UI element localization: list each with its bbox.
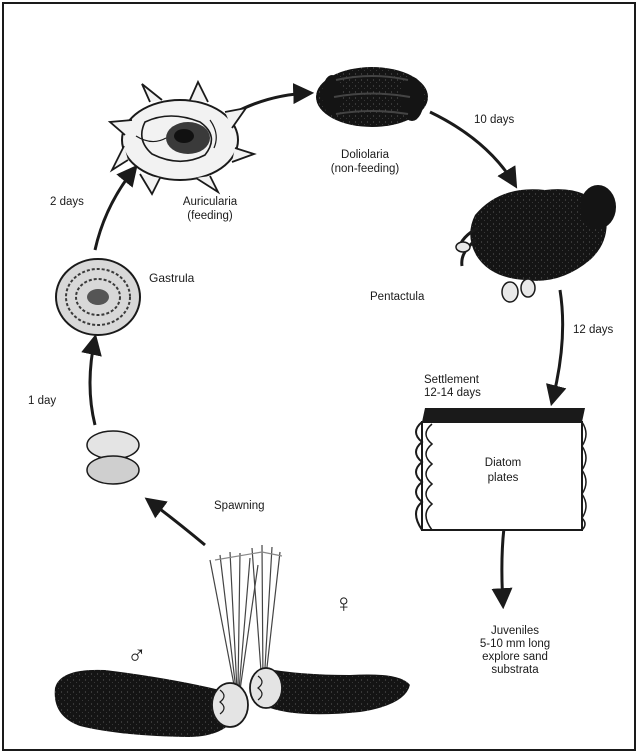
female-symbol: ♀ <box>334 588 354 618</box>
pentactula-label: Pentactula <box>370 291 425 303</box>
duration-10-days: 10 days <box>474 114 515 126</box>
diatom-plates <box>416 408 586 530</box>
gastrula-label: Gastrula <box>149 271 195 285</box>
male-symbol: ♂ <box>127 639 147 669</box>
spawning-label: Spawning <box>214 500 265 512</box>
duration-1-day: 1 day <box>28 395 56 407</box>
settlement-label: Settlement12-14 days <box>424 374 481 399</box>
gastrula-embryo <box>56 259 140 335</box>
doliolaria-larva <box>316 67 428 127</box>
duration-12-days: 12 days <box>573 324 614 336</box>
duration-2-days: 2 days <box>50 196 84 208</box>
